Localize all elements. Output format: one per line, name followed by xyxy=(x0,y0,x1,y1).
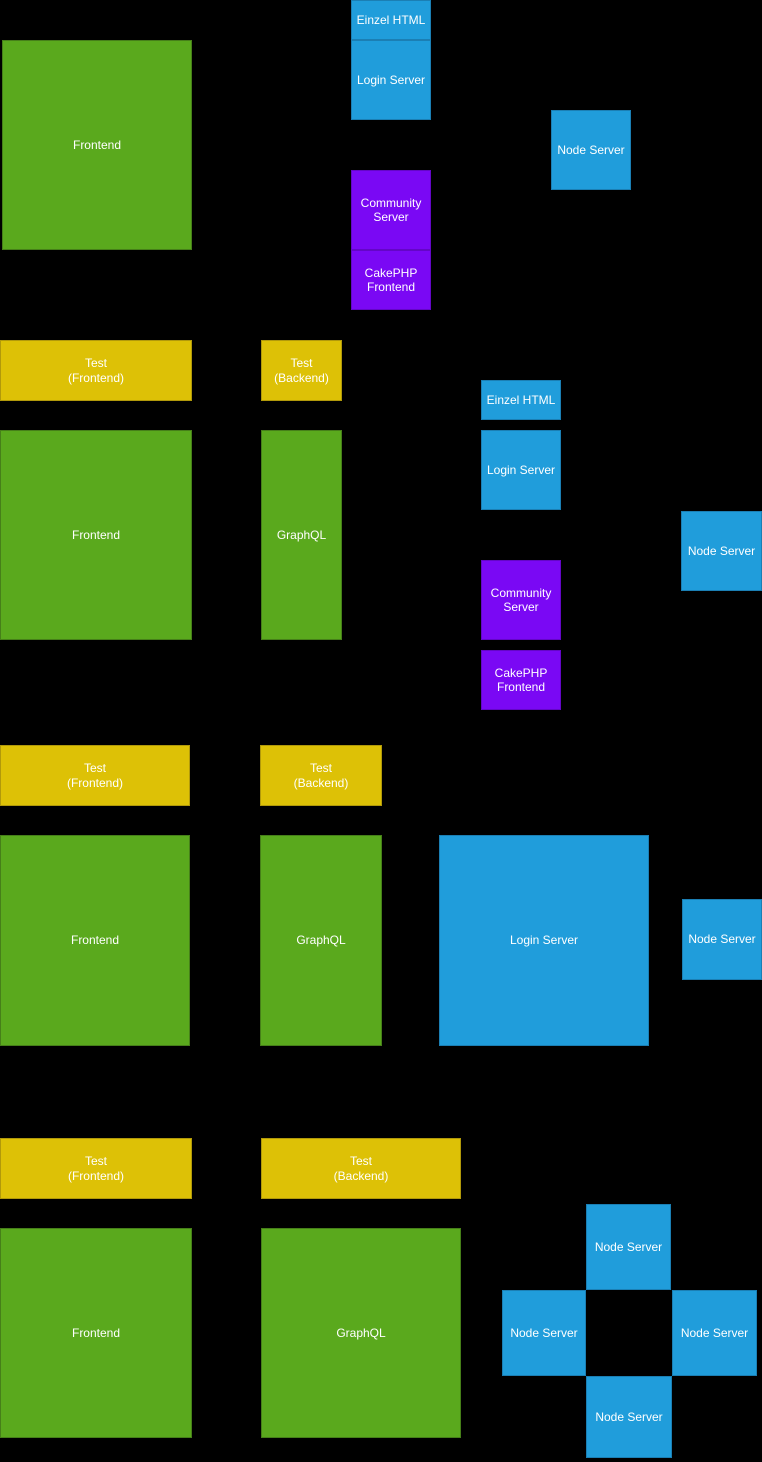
snapshot-1-einzel-html-node[interactable]: Einzel HTML xyxy=(351,0,431,40)
snapshot-2-test-backend-label: Test(Backend) xyxy=(274,356,329,385)
snapshot-4-node-server-top-label: Node Server xyxy=(594,1239,663,1254)
snapshot-3-graphql-label: GraphQL xyxy=(296,933,346,948)
snapshot-4-node-server-left-node[interactable]: Node Server xyxy=(502,1290,586,1376)
snapshot-2-einzel-html-node[interactable]: Einzel HTML xyxy=(481,380,561,420)
snapshot-2-frontend-node[interactable]: Frontend xyxy=(0,430,192,640)
snapshot-4-test-backend-node[interactable]: Test(Backend) xyxy=(261,1138,461,1199)
snapshot-4-node-server-right-node[interactable]: Node Server xyxy=(672,1290,757,1376)
snapshot-2-graphql-label: GraphQL xyxy=(276,527,327,542)
snapshot-2-frontend-label: Frontend xyxy=(71,527,121,542)
snapshot-3-frontend-label: Frontend xyxy=(70,933,120,948)
snapshot-4-node-server-top-node[interactable]: Node Server xyxy=(586,1204,671,1290)
snapshot-4-node-server-bottom-label: Node Server xyxy=(595,1409,663,1424)
snapshot-4-node-server-right-label: Node Server xyxy=(680,1325,749,1340)
snapshot-4-graphql-node[interactable]: GraphQL xyxy=(261,1228,461,1438)
snapshot-3-test-frontend-label: Test(Frontend) xyxy=(66,761,124,790)
snapshot-3-node-server-node[interactable]: Node Server xyxy=(682,899,762,980)
snapshot-2-test-backend-node[interactable]: Test(Backend) xyxy=(261,340,342,401)
snapshot-2-node-server-label: Node Server xyxy=(687,543,756,558)
snapshot-4-test-frontend-label: Test(Frontend) xyxy=(67,1154,125,1183)
snapshot-3-test-backend-label: Test(Backend) xyxy=(293,761,349,790)
snapshot-3-test-frontend-node[interactable]: Test(Frontend) xyxy=(0,745,190,806)
snapshot-3-login-server-node[interactable]: Login Server xyxy=(439,835,649,1046)
snapshot-3-login-server-label: Login Server xyxy=(509,933,579,948)
snapshot-4-test-backend-label: Test(Backend) xyxy=(333,1154,389,1183)
snapshot-4-frontend-label: Frontend xyxy=(71,1325,121,1340)
snapshot-2-test-frontend-label: Test(Frontend) xyxy=(67,356,125,385)
snapshot-4-graphql-label: GraphQL xyxy=(336,1325,386,1340)
snapshot-2-node-server-node[interactable]: Node Server xyxy=(681,511,762,591)
snapshot-2-test-frontend-node[interactable]: Test(Frontend) xyxy=(0,340,192,401)
snapshot-4-frontend-node[interactable]: Frontend xyxy=(0,1228,192,1438)
snapshot-3-graphql-node[interactable]: GraphQL xyxy=(260,835,382,1046)
snapshot-1-einzel-html-label: Einzel HTML xyxy=(356,12,426,27)
snapshot-1-login-server-node[interactable]: Login Server xyxy=(351,40,431,120)
snapshot-4-node-server-bottom-node[interactable]: Node Server xyxy=(586,1376,672,1458)
snapshot-2-graphql-node[interactable]: GraphQL xyxy=(261,430,342,640)
snapshot-1-frontend-node[interactable]: Frontend xyxy=(2,40,192,250)
snapshot-3-test-backend-node[interactable]: Test(Backend) xyxy=(260,745,382,806)
snapshot-1-node-server-node[interactable]: Node Server xyxy=(551,110,631,190)
snapshot-4-node-server-left-label: Node Server xyxy=(510,1325,578,1340)
snapshot-2-einzel-html-label: Einzel HTML xyxy=(486,392,556,407)
snapshot-2-login-server-label: Login Server xyxy=(486,462,556,477)
snapshot-1-node-server-label: Node Server xyxy=(557,142,625,157)
snapshot-2-login-server-node[interactable]: Login Server xyxy=(481,430,561,510)
snapshot-1-login-server-label: Login Server xyxy=(356,72,426,87)
snapshot-3-node-server-label: Node Server xyxy=(688,932,756,947)
snapshot-3-frontend-node[interactable]: Frontend xyxy=(0,835,190,1046)
snapshot-4-test-frontend-node[interactable]: Test(Frontend) xyxy=(0,1138,192,1199)
snapshot-1-frontend-label: Frontend xyxy=(72,137,122,152)
